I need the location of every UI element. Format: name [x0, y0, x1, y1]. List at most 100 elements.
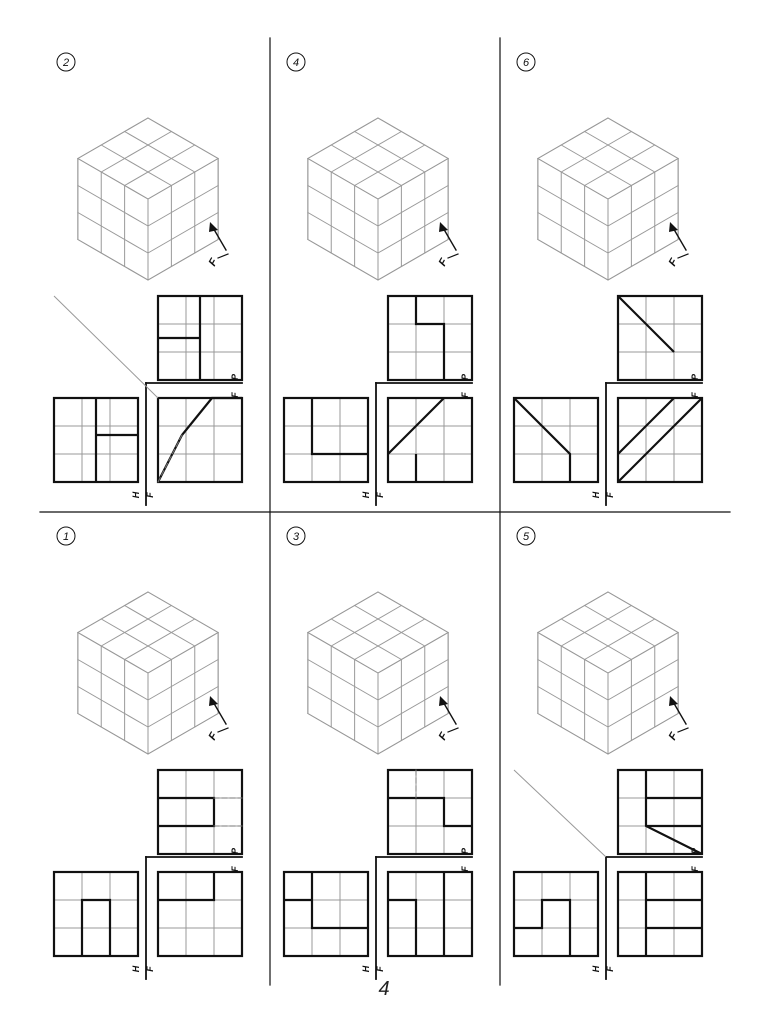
isometric-cube	[77, 591, 219, 755]
miter-line	[513, 769, 607, 858]
cube-grid-line	[77, 631, 149, 674]
cube-grid-line	[307, 211, 379, 254]
cube-grid-line	[123, 618, 196, 661]
cube-grid-line	[330, 618, 403, 661]
visible-edge	[80, 898, 112, 956]
front-right-view	[386, 870, 474, 958]
cube-grid-line	[560, 618, 633, 661]
page-number: 4	[378, 978, 390, 1000]
axis-label-h: H	[131, 491, 141, 498]
profile-view	[386, 294, 474, 382]
axis-label-f: F	[605, 492, 615, 498]
number-circle	[286, 526, 306, 546]
cube-grid-line	[377, 238, 449, 281]
axis-label-f: F	[230, 866, 240, 872]
arrow-tail-mark	[447, 727, 459, 733]
front-left-view	[52, 870, 140, 958]
cube-grid-line	[77, 117, 149, 160]
cube-grid-line	[147, 712, 219, 755]
arrow-tail-mark	[677, 253, 689, 259]
cube-grid-line	[307, 117, 379, 160]
cube-grid-line	[307, 631, 379, 674]
profile-view	[616, 294, 704, 382]
cube-grid-line	[537, 238, 609, 281]
arrow-head	[209, 696, 218, 706]
number-circle	[56, 526, 76, 546]
arrow-head	[439, 222, 448, 232]
axis-label-h: H	[591, 491, 601, 498]
number-circle	[516, 52, 536, 72]
view-outline	[386, 870, 474, 958]
view-direction-arrow: F	[437, 696, 459, 742]
cube-grid-line	[77, 685, 149, 728]
view-outline	[386, 396, 474, 484]
problem-number: 1	[56, 526, 76, 546]
axis-label-p: P	[690, 373, 700, 380]
cube-grid-line	[100, 144, 173, 187]
axis-label-p: P	[460, 373, 470, 380]
front-left-view	[282, 870, 370, 958]
cube-grid-line	[353, 144, 426, 187]
view-outline	[282, 396, 370, 484]
cube-grid-line	[607, 238, 679, 281]
view-outline	[512, 396, 600, 484]
cube-grid-line	[377, 591, 449, 634]
arrow-tail-mark	[217, 253, 229, 259]
cube-grid-line	[147, 591, 219, 634]
arrow-tail-mark	[677, 727, 689, 733]
axis-label-p: P	[230, 373, 240, 380]
front-right-view	[386, 396, 474, 484]
cube-grid-line	[77, 157, 149, 200]
visible-edge	[387, 397, 445, 455]
cube-grid-line	[77, 238, 149, 281]
cube-grid-line	[307, 184, 379, 227]
axis-label-f: F	[375, 492, 385, 498]
cube-grid-line	[100, 604, 173, 647]
cube-grid-line	[607, 117, 679, 160]
cube-grid-line	[77, 712, 149, 755]
cube-grid-line	[330, 604, 403, 647]
arrow-tail-mark	[447, 253, 459, 259]
view-direction-arrow: F	[207, 696, 229, 742]
cube-grid-line	[537, 658, 609, 701]
isometric-cube	[307, 117, 449, 281]
problem-number-label: 1	[63, 531, 69, 543]
arrow-tail-mark	[217, 727, 229, 733]
visible-edge	[514, 898, 572, 956]
view-outline	[616, 768, 704, 856]
view-direction-arrow: F	[667, 696, 689, 742]
isometric-cube	[537, 591, 679, 755]
cube-grid-line	[607, 712, 679, 755]
problem-number: 5	[516, 526, 536, 546]
cube-grid-line	[537, 157, 609, 200]
cube-grid-line	[377, 712, 449, 755]
cube-grid-line	[123, 604, 196, 647]
visible-edge	[157, 396, 242, 483]
view-outline	[282, 870, 370, 958]
problem-number: 2	[56, 52, 76, 72]
problem-number-label: 4	[293, 57, 299, 69]
problem-number: 3	[286, 526, 306, 546]
cube-grid-line	[330, 130, 403, 173]
cube-grid-line	[147, 157, 219, 200]
axis-label-f: F	[145, 966, 155, 972]
cube-grid-line	[607, 591, 679, 634]
cube-grid-line	[377, 658, 449, 701]
visible-edge	[158, 796, 216, 828]
view-outline	[616, 396, 704, 484]
arrow-head	[669, 696, 678, 706]
front-right-view	[156, 870, 244, 958]
visible-edge	[617, 397, 703, 483]
cube-grid-line	[607, 658, 679, 701]
number-circle	[516, 526, 536, 546]
miter-line	[53, 295, 159, 399]
axis-label-p: P	[460, 847, 470, 854]
cube-grid-line	[537, 631, 609, 674]
